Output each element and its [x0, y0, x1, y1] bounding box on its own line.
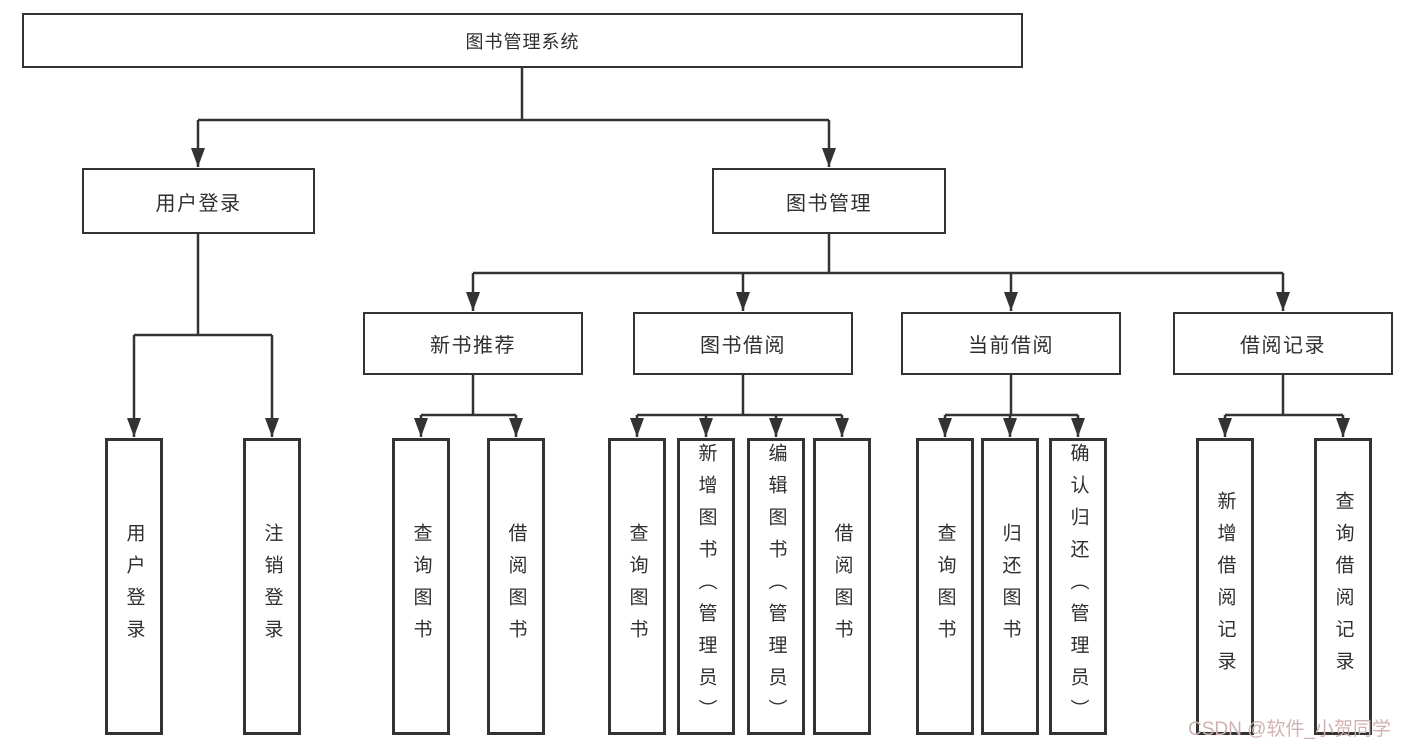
leaf-recommend-borrow-books-label: 借阅图书	[505, 522, 527, 651]
node-user-login-label: 用户登录	[155, 192, 242, 215]
leaf-recommend-query-books: 查询图书	[392, 438, 450, 735]
leaf-confirm-return-admin-label: 确认归还（管理员）	[1067, 442, 1089, 731]
root-connector	[191, 68, 836, 167]
leaf-logout: 注销登录	[243, 438, 301, 735]
csdn-watermark: CSDN @软件_小贺同学	[1188, 719, 1391, 740]
node-book-borrow: 图书借阅	[633, 312, 853, 375]
node-current-borrow: 当前借阅	[901, 312, 1121, 375]
node-book-mgmt: 图书管理	[712, 168, 946, 234]
leaf-borrow-books: 借阅图书	[813, 438, 871, 735]
leaf-query-borrow-record-label: 查询借阅记录	[1332, 490, 1354, 683]
leaf-recommend-borrow-books: 借阅图书	[487, 438, 545, 735]
leaf-logout-label: 注销登录	[261, 522, 283, 651]
leaf-add-books-admin-label: 新增图书（管理员）	[695, 442, 717, 731]
node-root: 图书管理系统	[22, 13, 1023, 68]
leaf-borrow-query-books: 查询图书	[608, 438, 666, 735]
leaf-add-books-admin: 新增图书（管理员）	[677, 438, 735, 735]
leaf-current-query-books-label: 查询图书	[934, 522, 956, 651]
leaf-add-borrow-record: 新增借阅记录	[1196, 438, 1254, 735]
leaf-user-login-label: 用户登录	[123, 522, 145, 651]
current-connector	[938, 375, 1085, 437]
node-root-label: 图书管理系统	[465, 31, 580, 52]
leaf-edit-books-admin-label: 编辑图书（管理员）	[765, 442, 787, 731]
node-new-book-recommend: 新书推荐	[363, 312, 583, 375]
leaf-return-books-label: 归还图书	[999, 522, 1021, 651]
leaf-recommend-query-books-label: 查询图书	[410, 522, 432, 651]
records-connector	[1218, 375, 1350, 437]
leaf-borrow-query-books-label: 查询图书	[626, 522, 648, 651]
leaf-current-query-books: 查询图书	[916, 438, 974, 735]
leaf-return-books: 归还图书	[981, 438, 1039, 735]
leaf-query-borrow-record: 查询借阅记录	[1314, 438, 1372, 735]
leaf-edit-books-admin: 编辑图书（管理员）	[747, 438, 805, 735]
node-new-book-recommend-label: 新书推荐	[430, 335, 516, 357]
recommend-connector	[414, 375, 523, 437]
leaf-user-login: 用户登录	[105, 438, 163, 735]
node-user-login: 用户登录	[82, 168, 315, 234]
book-mgmt-connector	[466, 234, 1290, 311]
leaf-add-borrow-record-label: 新增借阅记录	[1214, 490, 1236, 683]
node-current-borrow-label: 当前借阅	[968, 335, 1054, 357]
node-borrow-records: 借阅记录	[1173, 312, 1393, 375]
leaf-confirm-return-admin: 确认归还（管理员）	[1049, 438, 1107, 735]
node-book-mgmt-label: 图书管理	[786, 192, 872, 215]
node-book-borrow-label: 图书借阅	[700, 335, 786, 357]
borrow-connector	[630, 375, 849, 437]
leaf-borrow-books-label: 借阅图书	[831, 522, 853, 651]
user-login-connector	[127, 234, 279, 437]
node-borrow-records-label: 借阅记录	[1240, 335, 1326, 357]
